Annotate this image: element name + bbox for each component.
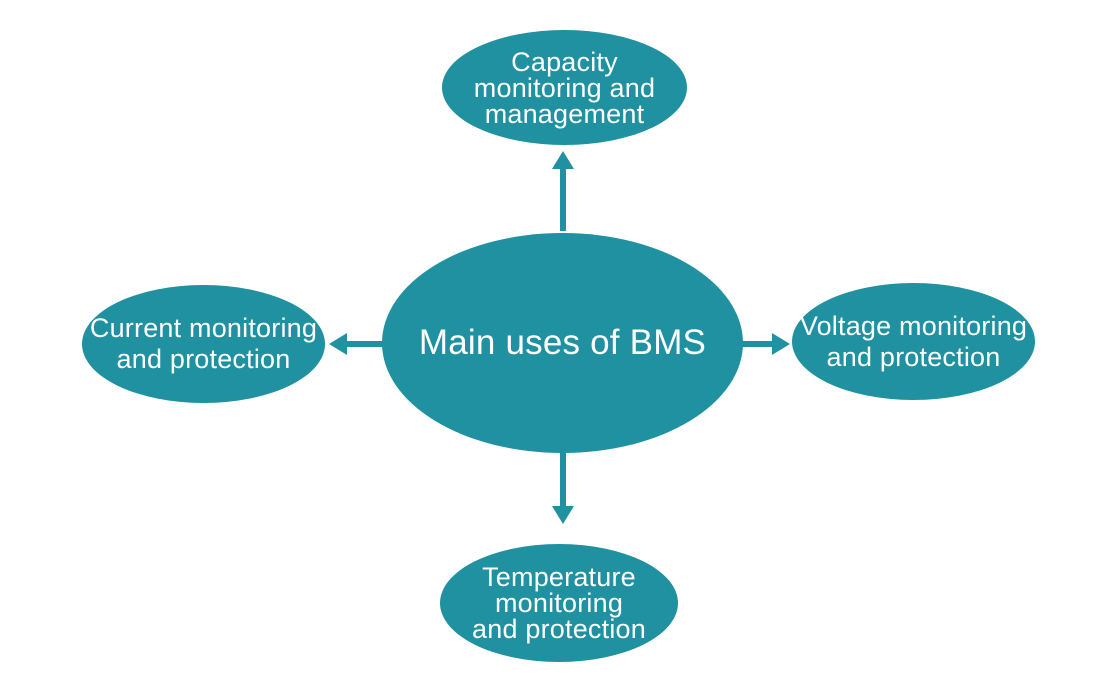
arrow-center-to-top xyxy=(552,151,574,231)
node-capacity-monitoring: Capacity monitoring and management xyxy=(442,30,687,145)
node-left-label-line-1: Current monitoring xyxy=(89,313,318,343)
node-right-label-line-2: and protection xyxy=(826,341,1001,372)
node-voltage-monitoring: Voltage monitoring and protection xyxy=(792,283,1035,400)
node-bottom-label-line-2: monitoring xyxy=(494,588,624,618)
arrow-center-to-bottom xyxy=(552,452,574,524)
node-right-label-line-1: Voltage monitoring xyxy=(799,310,1028,341)
node-left-label-line-2: and protection xyxy=(116,344,291,374)
node-top-label-line-3: management xyxy=(484,98,645,129)
node-top-label-line-2: monitoring and xyxy=(473,72,656,103)
node-top-label-line-1: Capacity xyxy=(511,46,618,77)
node-temperature-monitoring: Temperature monitoring and protection xyxy=(440,544,678,662)
arrow-center-to-right xyxy=(741,333,790,355)
node-bottom-label-line-1: Temperature xyxy=(482,562,636,592)
arrow-center-to-left xyxy=(329,333,383,355)
node-center-label: Main uses of BMS xyxy=(418,323,707,362)
node-main-uses-of-bms: Main uses of BMS xyxy=(382,233,743,453)
node-current-monitoring: Current monitoring and protection xyxy=(82,285,325,403)
node-bottom-label-line-3: and protection xyxy=(472,614,646,644)
